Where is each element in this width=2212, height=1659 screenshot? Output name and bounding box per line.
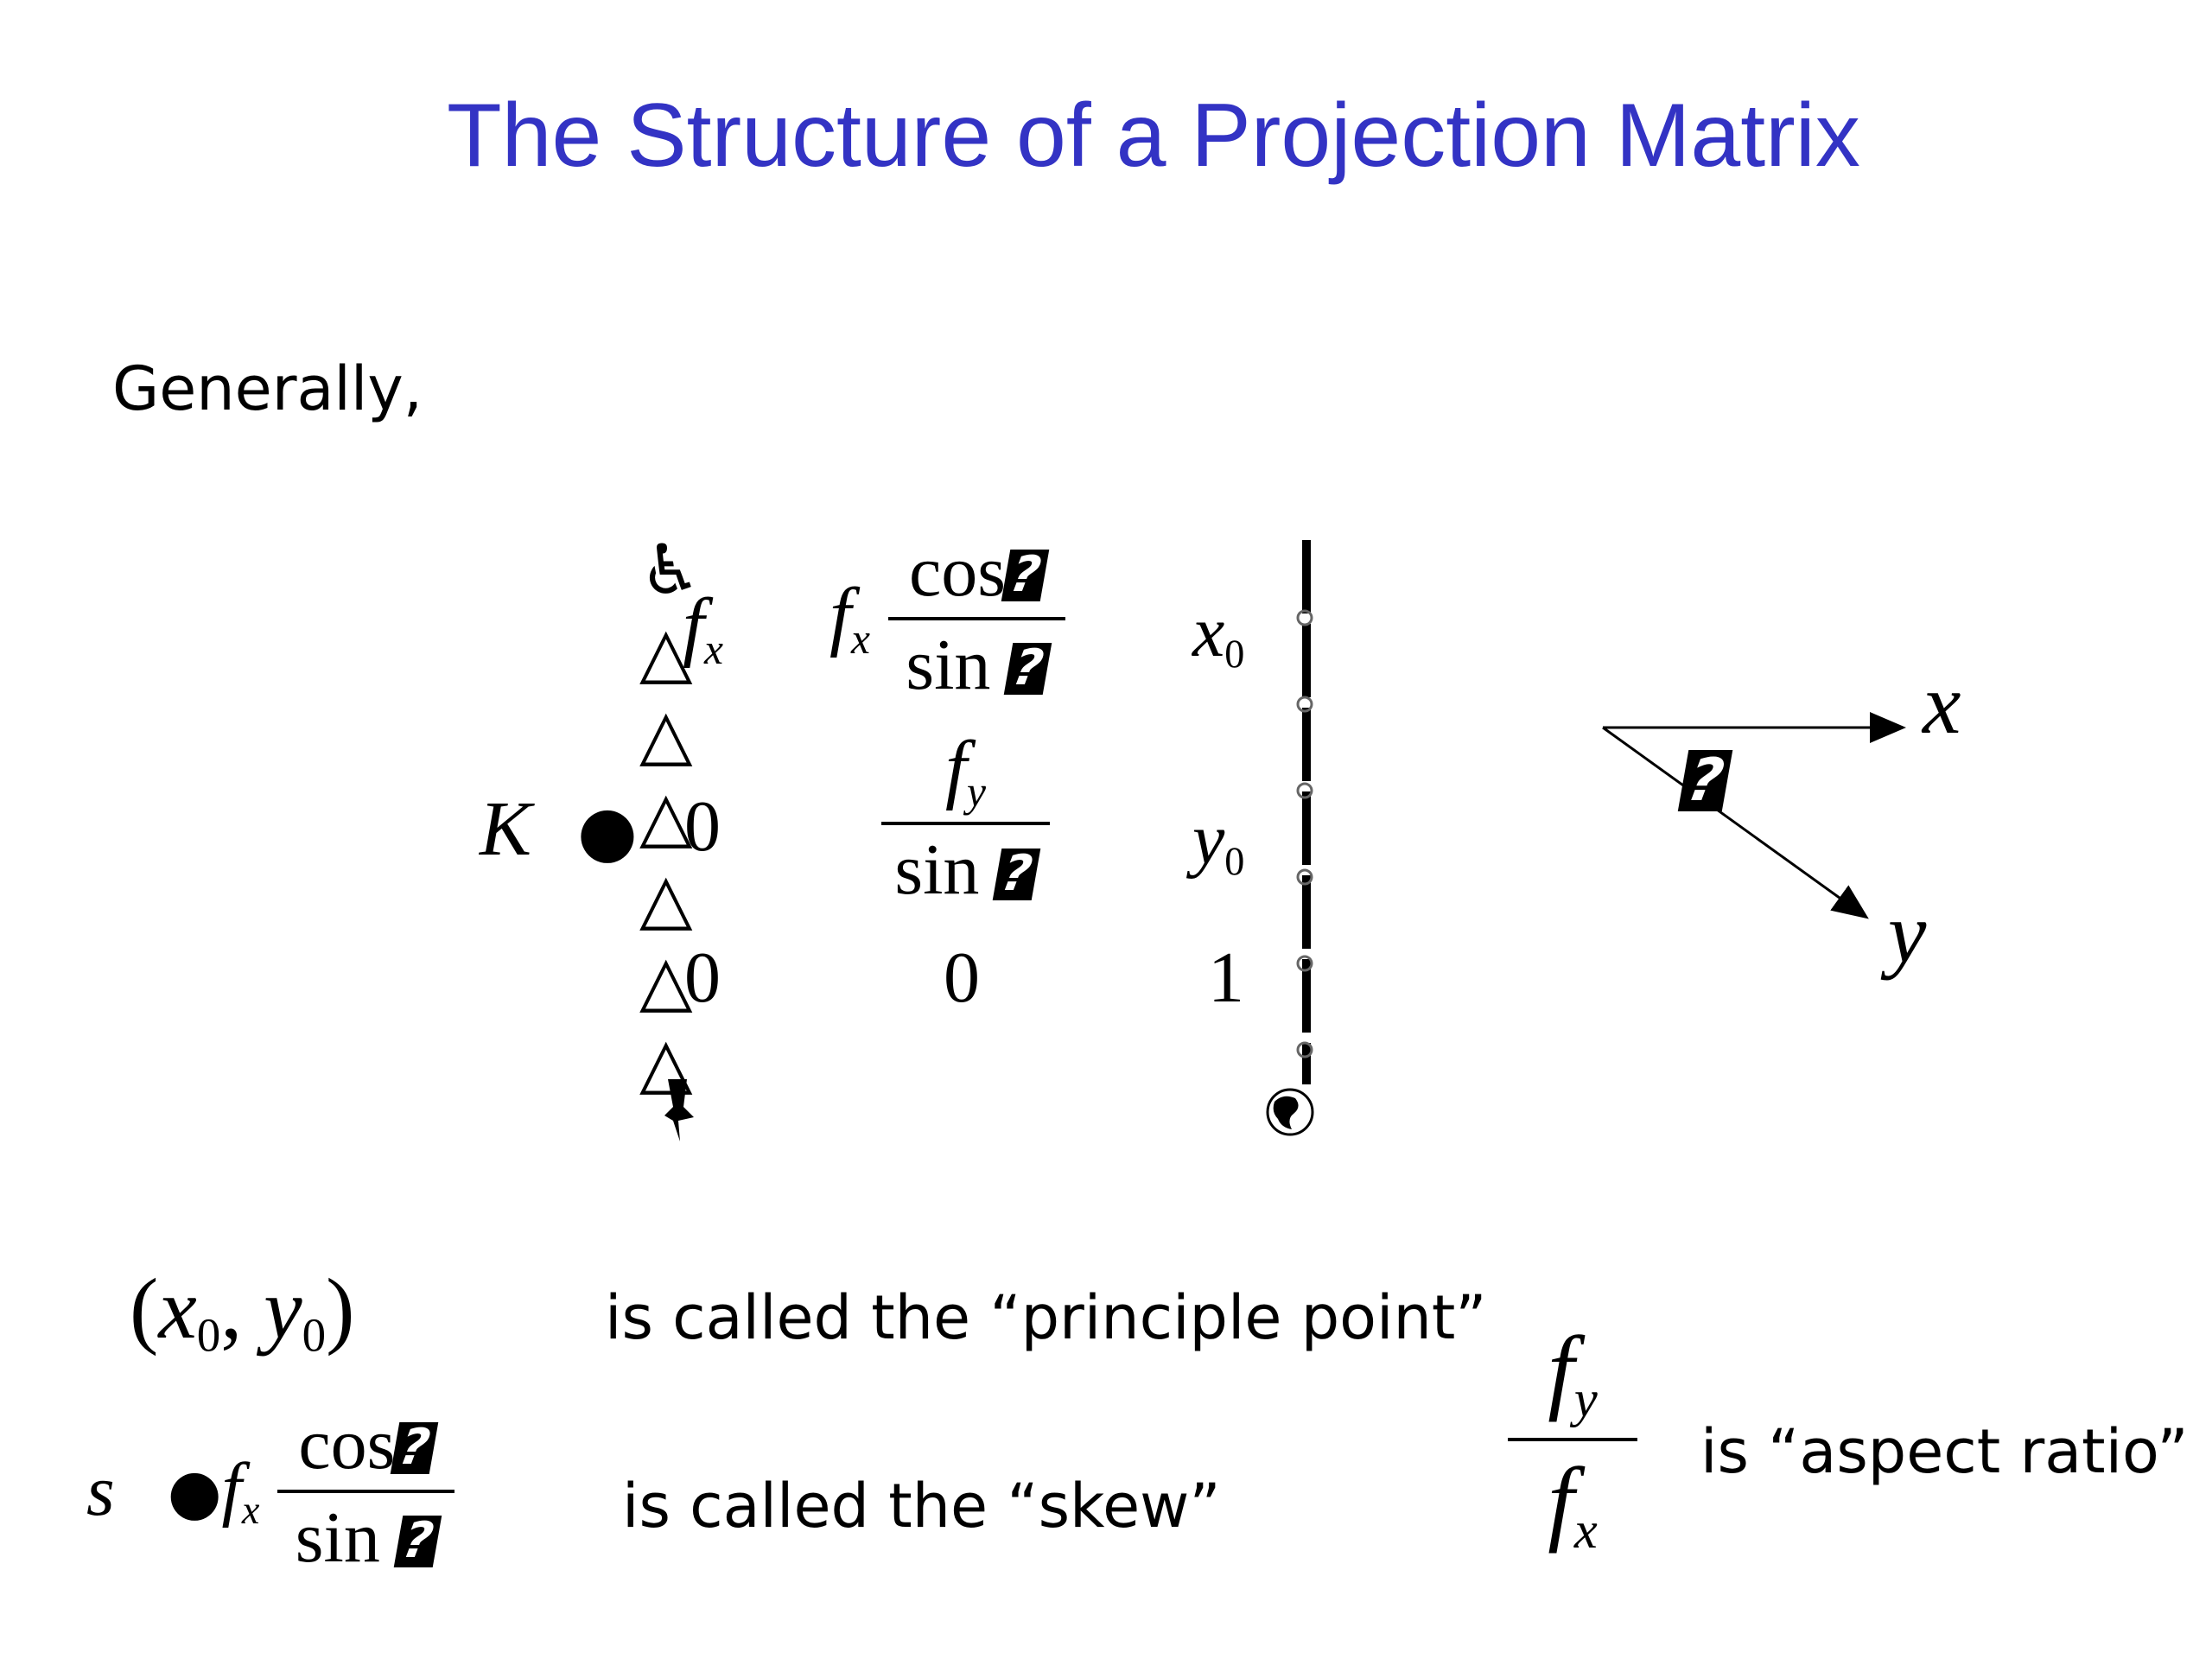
skew-num: cos <box>298 1404 396 1484</box>
globe-icon <box>1266 1088 1314 1136</box>
bracket-segment-icon: △ <box>639 940 693 1020</box>
angle-glyph: ? <box>1677 733 1733 819</box>
m22: fy sin ? <box>881 730 1050 906</box>
m12-den: sin <box>906 625 991 705</box>
x-axis-label: x <box>1923 656 1961 752</box>
right-bracket <box>1296 540 1313 1084</box>
matrix-equation: K ● ♿ △ △ △ △ △ △ fx 0 0 fx cos? sin ? f… <box>480 536 1314 1141</box>
m33: 1 <box>1208 938 1244 1018</box>
left-bracket: ♿ △ △ △ △ △ △ <box>639 536 702 1110</box>
skew-fraction: cos? sin ? <box>277 1408 455 1574</box>
m22-fraction: fy sin ? <box>881 730 1050 906</box>
missing-glyph-icon: ? <box>1677 747 1733 815</box>
bracket-top-icon: ♿ <box>639 530 702 610</box>
m11-sub: x <box>704 625 723 673</box>
missing-glyph-icon: ? <box>1001 546 1050 603</box>
bracket-segment-icon: △ <box>639 776 693 856</box>
skew-s: s <box>86 1451 115 1531</box>
m12-sub: x <box>851 614 870 663</box>
paren-open: ( <box>130 1261 159 1357</box>
aspect-fraction: fy fx <box>1508 1322 1637 1558</box>
m21: 0 <box>684 786 721 867</box>
m12-num: cos <box>908 531 1006 612</box>
fraction-bar <box>881 822 1050 826</box>
principle-point-text: is called the “principle point” <box>605 1282 1487 1353</box>
bracket-segment-icon: △ <box>639 858 693 938</box>
m11: fx <box>683 588 723 671</box>
m13: x0 <box>1192 596 1244 674</box>
pp-y: y <box>264 1261 302 1357</box>
m23-var: y <box>1192 799 1225 880</box>
m23-sub: 0 <box>1224 838 1245 883</box>
ar-den-f: f <box>1548 1448 1574 1554</box>
missing-glyph-icon: ? <box>1004 639 1052 696</box>
m12-f: f <box>830 572 852 658</box>
pin-icon <box>664 1079 694 1141</box>
principle-point-expr: (x0, y0) <box>130 1266 354 1362</box>
y-axis-arrow <box>1602 726 1869 919</box>
ar-den-sub: x <box>1573 1502 1598 1560</box>
equals-bullet: ● <box>577 791 638 871</box>
y-axis-label: y <box>1888 885 1927 981</box>
m22-f: f <box>945 726 968 811</box>
bracket-segment-icon: △ <box>639 612 693 692</box>
m13-var: x <box>1192 592 1225 672</box>
m31: 0 <box>684 938 721 1018</box>
missing-glyph-icon: ? <box>393 1512 442 1569</box>
skew-f-sub: x <box>241 1487 260 1532</box>
m22-sub: y <box>967 767 986 816</box>
pp-y-sub: 0 <box>302 1308 327 1362</box>
skew-den: sin <box>295 1497 380 1578</box>
skew-text: is called the “skew” <box>622 1471 1221 1541</box>
aspect-ratio-text: is “aspect ratio” <box>1700 1416 2189 1487</box>
m23: y0 <box>1192 804 1244 881</box>
pp-x-sub: 0 <box>196 1308 221 1362</box>
paren-close: ) <box>326 1261 355 1357</box>
ar-num-sub: y <box>1573 1370 1598 1428</box>
m11-f: f <box>683 583 705 669</box>
m13-sub: 0 <box>1224 631 1245 676</box>
ar-num-f: f <box>1548 1317 1574 1422</box>
missing-glyph-icon: ? <box>993 845 1041 902</box>
skew-expr: s ●fx cos? sin ? <box>86 1408 455 1574</box>
m12: fx cos? sin ? <box>830 536 1065 702</box>
m32: 0 <box>944 938 980 1018</box>
missing-glyph-icon: ? <box>391 1419 439 1476</box>
aspect-ratio-expr: fy fx <box>1508 1322 1637 1558</box>
intro-text: Generally, <box>112 353 423 424</box>
fraction-bar <box>277 1490 455 1493</box>
fraction-bar <box>1508 1438 1637 1442</box>
fraction-bar <box>888 617 1065 620</box>
m22-den: sin <box>894 830 980 911</box>
slide-title-text: The Structure of a Projection Matrix <box>447 86 1860 186</box>
axes-diagram <box>1602 712 1906 919</box>
skew-bullet: ● <box>167 1455 222 1528</box>
pp-comma: , <box>220 1261 243 1357</box>
bracket-segment-icon: △ <box>639 694 693 774</box>
skew-f: f <box>221 1447 242 1529</box>
matrix-lhs: K <box>480 786 532 872</box>
pp-x: x <box>158 1261 197 1357</box>
m12-fraction: cos? sin ? <box>888 536 1065 702</box>
slide-title: The Structure of a Projection Matrix <box>0 86 2212 185</box>
